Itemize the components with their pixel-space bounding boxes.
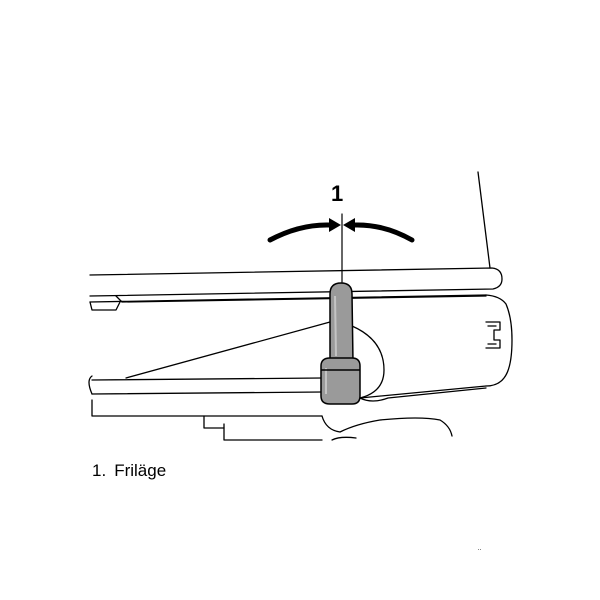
shift-lever [320,282,361,405]
engine-cowling [89,171,513,387]
corner-mark: ¨ [478,548,482,559]
left-rotation-arrow [267,222,333,243]
neutral-position-indicator [267,213,415,283]
right-rotation-arrow [351,222,415,243]
engine-lower-body [88,321,487,441]
legend-item-text: Friläge [114,461,167,480]
legend-item: 1. Friläge [92,461,166,481]
callout-number: 1 [331,181,344,206]
legend-item-number: 1. [92,461,107,480]
